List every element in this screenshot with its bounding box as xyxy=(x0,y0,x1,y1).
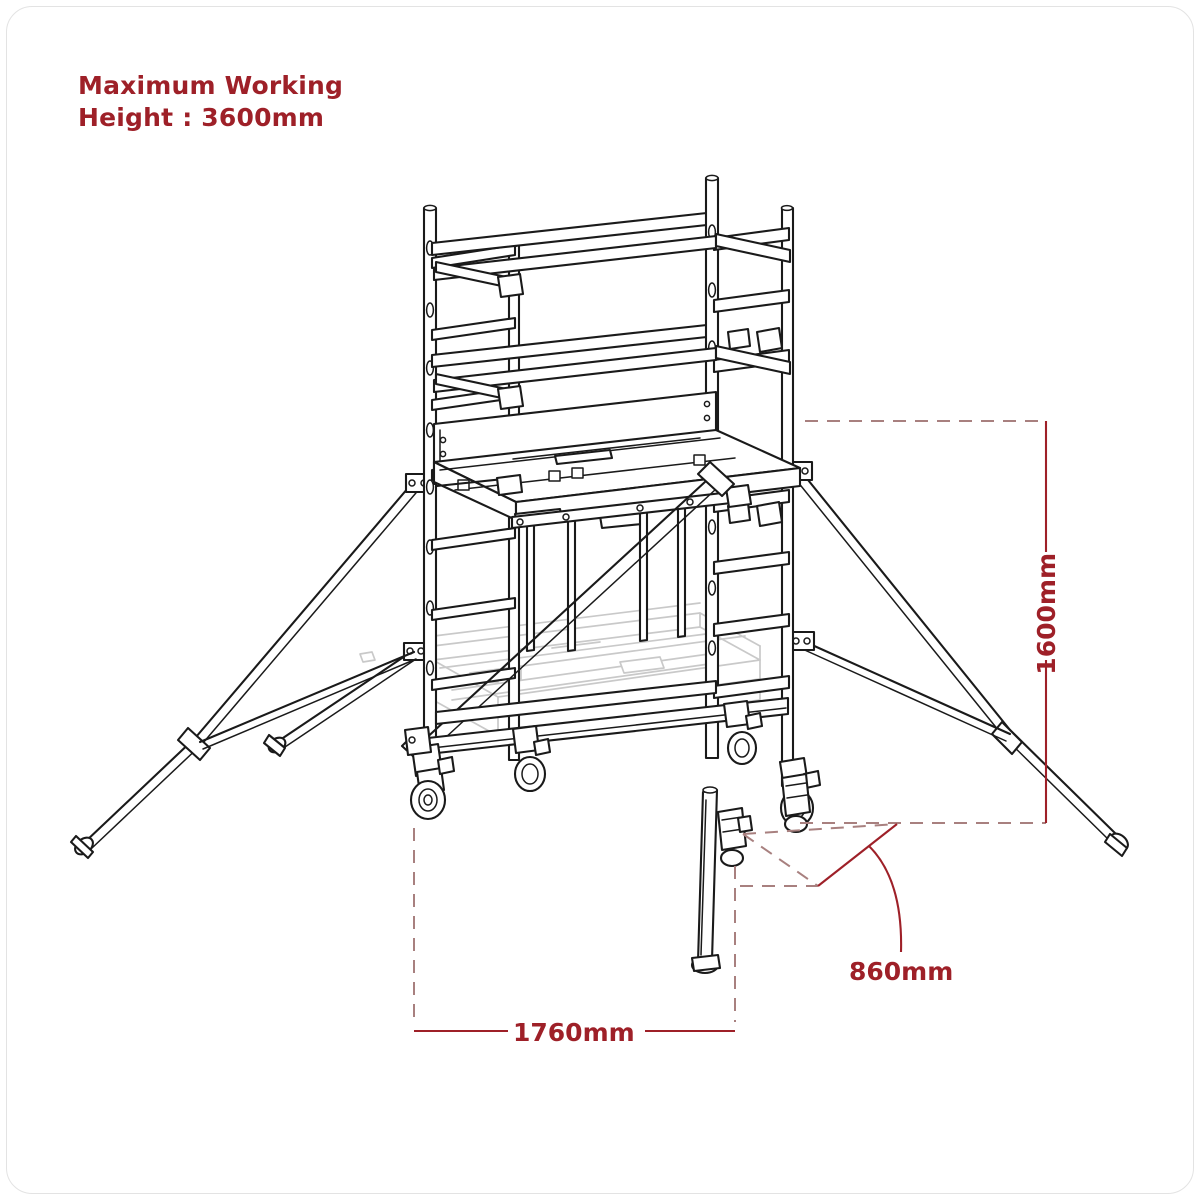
dimension-height-1600 xyxy=(800,420,1048,824)
tower-left-frame xyxy=(422,204,718,762)
title-block: Maximum Working Height : 3600mm xyxy=(78,70,343,134)
title-line-1: Maximum Working xyxy=(78,71,344,100)
castor-wheel-rear-right xyxy=(722,699,764,766)
dimension-depth-860 xyxy=(740,823,903,953)
adjustable-leg-clamp-right xyxy=(716,806,754,868)
dimension-label-width: 1760mm xyxy=(513,1018,635,1047)
stabiliser-outrigger-right xyxy=(786,460,1129,858)
dimension-label-height: 1600mm xyxy=(1032,553,1061,675)
adjustable-leg-extended xyxy=(690,786,722,975)
adjustable-leg-clamp-far-right xyxy=(780,772,812,834)
adjustable-leg-clamp-left xyxy=(403,725,433,757)
inner-ladder-verticals xyxy=(510,483,753,653)
castor-wheel-front-left xyxy=(409,742,456,821)
castor-wheel-rear-left xyxy=(511,724,552,793)
dimension-label-depth: 860mm xyxy=(849,957,954,986)
stabiliser-outrigger-left xyxy=(69,472,434,860)
diagonal-brace-secondary xyxy=(435,473,524,497)
ladder-rungs-left xyxy=(430,243,517,692)
title-line-2: Height : 3600mm xyxy=(78,103,325,132)
base-beam-rear xyxy=(434,679,718,726)
diagram-card xyxy=(6,6,1194,1194)
dimension-width-1760 xyxy=(413,828,736,1033)
guardrail-set xyxy=(432,232,792,411)
